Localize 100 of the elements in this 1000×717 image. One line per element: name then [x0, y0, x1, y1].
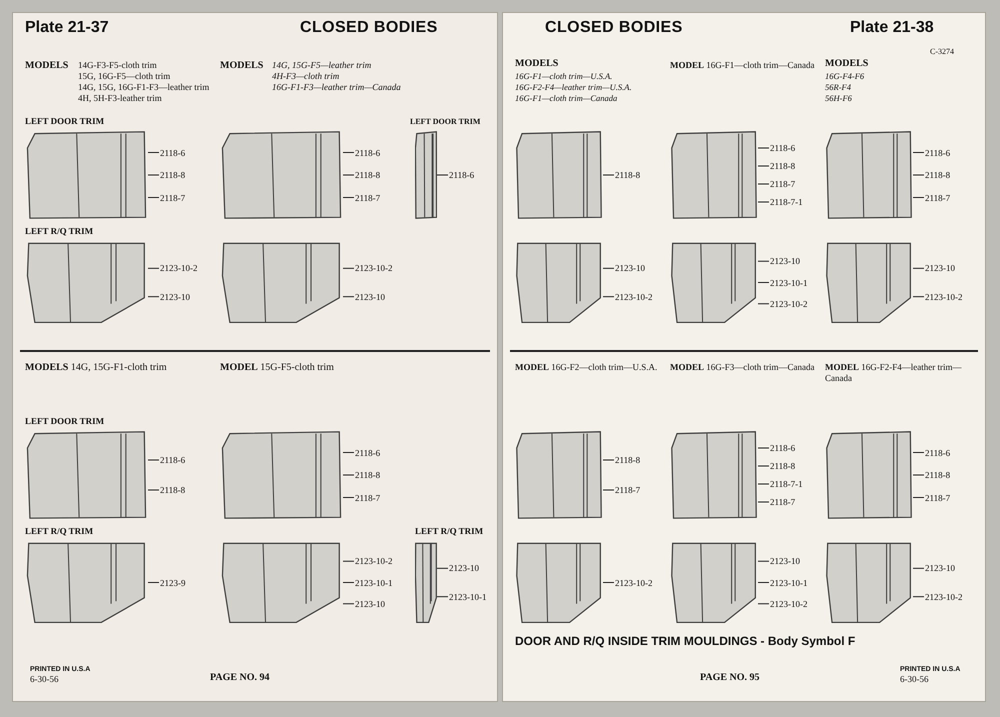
- drawing-code: C-3274: [930, 46, 955, 57]
- part-number: 2118-6: [925, 146, 973, 158]
- leader-line: [912, 568, 924, 569]
- quarter-trim-drawing: [825, 540, 913, 625]
- part-number: 2118-8: [160, 169, 208, 181]
- leader-line: [912, 197, 924, 198]
- leader-line: [602, 296, 614, 298]
- model-line: 16G-F4-F6: [825, 71, 866, 82]
- leader-line: [758, 582, 770, 583]
- part-number: 2118-8: [615, 169, 663, 181]
- quarter-trim-drawing: [670, 240, 758, 325]
- door-trim-drawing: [670, 130, 758, 220]
- part-number: 2118-8: [770, 460, 818, 472]
- part-number: 2118-7: [355, 192, 403, 204]
- model-caption: MODEL 16G-F2-F4—leather trim—Canada: [825, 362, 963, 384]
- leader-line: [758, 603, 770, 604]
- part-number: 2123-10-2: [355, 262, 403, 274]
- model-caption: MODEL 16G-F1—cloth trim—Canada: [670, 60, 816, 71]
- part-number: 2123-10: [449, 562, 495, 574]
- leader-line: [758, 282, 770, 283]
- part-number: 2123-10-2: [615, 576, 663, 588]
- door-trim-drawing: [825, 130, 913, 220]
- part-number: 2118-6: [160, 146, 208, 158]
- date-code: 6-30-56: [30, 674, 60, 685]
- part-number: 2118-7: [925, 192, 973, 204]
- part-number: 2123-10-2: [355, 555, 403, 568]
- part-number: 2118-7-1: [770, 196, 818, 208]
- part-number: 2118-7: [770, 496, 818, 508]
- part-number: 2123-10-2: [770, 298, 818, 310]
- model-caption: MODELS 14G, 15G-F1-cloth trim: [25, 362, 168, 373]
- model-line: 56R-F4: [825, 82, 852, 93]
- model-line: 56H-F6: [825, 93, 853, 104]
- model-line: 16G-F1—cloth trim—U.S.A.: [515, 71, 614, 82]
- leader-line: [912, 596, 924, 598]
- leader-line: [912, 152, 924, 153]
- plate-number: Plate 21-37: [25, 22, 110, 33]
- part-number: 2123-10: [160, 290, 208, 303]
- door-trim-drawing: [825, 430, 913, 520]
- leader-line: [342, 152, 354, 153]
- part-number: 2118-8: [355, 169, 403, 181]
- quarter-trim-drawing: [25, 240, 148, 325]
- leader-line: [602, 582, 614, 583]
- part-number: 2118-7-1: [770, 478, 818, 490]
- leader-line: [912, 452, 924, 453]
- part-number: 2118-8: [925, 169, 973, 181]
- door-trim-drawing: [515, 130, 603, 220]
- part-number: 2123-10: [770, 255, 818, 268]
- date-code: 6-30-56: [900, 674, 930, 685]
- model-line: 16G-F2-F4—leather trim—U.S.A.: [515, 82, 633, 93]
- model-caption: MODEL 15G-F5-cloth trim: [220, 362, 335, 373]
- models-heading: MODELS: [220, 60, 264, 71]
- part-number: 2118-8: [770, 160, 818, 172]
- door-trim-drawing: [515, 430, 603, 520]
- leader-line: [148, 582, 160, 583]
- part-number: 2118-6: [355, 146, 403, 158]
- part-number: 2123-10: [355, 598, 403, 610]
- part-number: 2118-8: [615, 454, 663, 466]
- leader-line: [342, 474, 354, 476]
- part-number: 2118-6: [770, 142, 818, 154]
- part-number: 2118-8: [160, 484, 208, 496]
- part-number: 2118-7: [615, 484, 663, 496]
- part-number: 2123-10: [925, 262, 973, 274]
- page-heading: CLOSED BODIES: [545, 22, 684, 33]
- door-trim-drawing: [415, 130, 437, 220]
- part-number: 2118-6: [449, 169, 495, 181]
- leader-line: [342, 197, 354, 198]
- leader-line: [148, 174, 160, 176]
- leader-line: [342, 603, 354, 604]
- row-heading: LEFT DOOR TRIM: [25, 116, 106, 127]
- door-trim-drawing: [25, 130, 148, 220]
- model-line: 4H, 5H-F3-leather trim: [78, 93, 163, 104]
- leader-line: [436, 568, 448, 569]
- part-number: 2123-10-2: [615, 290, 663, 303]
- quarter-trim-drawing: [415, 540, 437, 625]
- part-number: 2123-9: [160, 576, 208, 588]
- quarter-trim-drawing: [670, 540, 758, 625]
- leader-line: [758, 560, 770, 562]
- part-number: 2123-10: [615, 262, 663, 274]
- models-heading: MODELS: [825, 58, 870, 69]
- quarter-trim-drawing: [825, 240, 913, 325]
- door-trim-drawing: [25, 430, 148, 520]
- leader-line: [148, 296, 160, 298]
- leader-line: [758, 303, 770, 304]
- quarter-trim-drawing: [25, 540, 148, 625]
- model-line: 16G-F1-F3—leather trim—Canada: [272, 82, 402, 93]
- row-heading: LEFT R/Q TRIM: [25, 226, 94, 237]
- model-caption: MODEL 16G-F3—cloth trim—Canada: [670, 362, 816, 373]
- row-heading: LEFT DOOR TRIM: [25, 416, 106, 427]
- model-line: 14G-F3-F5-cloth trim: [78, 60, 158, 71]
- leader-line: [342, 497, 354, 498]
- part-number: 2118-7: [355, 492, 403, 504]
- part-number: 2123-10: [925, 562, 973, 574]
- part-number: 2123-10-1: [355, 576, 403, 588]
- section-title: DOOR AND R/Q INSIDE TRIM MOULDINGS - Body Symbol F: [515, 636, 856, 647]
- door-trim-drawing: [670, 430, 758, 520]
- part-number: 2123-10-2: [160, 262, 208, 274]
- part-number: 2123-10-2: [925, 590, 973, 603]
- leader-line: [602, 174, 614, 176]
- model-caption: MODEL 16G-F2—cloth trim—U.S.A.: [515, 362, 658, 373]
- quarter-trim-drawing: [515, 540, 603, 625]
